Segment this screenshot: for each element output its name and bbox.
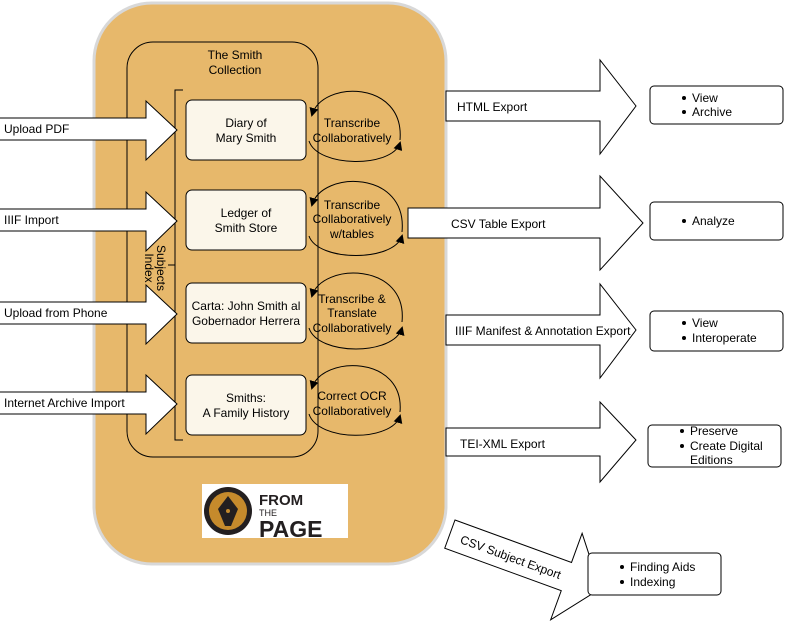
use-item: View: [692, 91, 718, 105]
action-line: Collaboratively: [313, 321, 392, 335]
use-box-iiif: View Interoperate: [649, 310, 784, 352]
export-label: TEI-XML Export: [460, 437, 546, 451]
use-item: Create Digital: [690, 439, 763, 453]
bullet-icon: [682, 96, 686, 100]
action-line: Transcribe: [324, 116, 381, 130]
export-label: HTML Export: [457, 100, 528, 114]
action-transcribe-collaboratively: Transcribe Collaboratively: [308, 90, 403, 162]
input-label: IIIF Import: [4, 213, 59, 227]
use-item: Editions: [690, 453, 733, 467]
export-csv-table[interactable]: CSV Table Export: [407, 174, 644, 272]
export-label: IIIF Manifest & Annotation Export: [455, 324, 631, 338]
bullet-icon: [620, 565, 624, 569]
document-line1: Ledger of: [221, 206, 272, 220]
index-subjects-line1: Index: [142, 253, 156, 282]
bullet-icon: [680, 444, 684, 448]
document-ledger-of-smith-store[interactable]: Ledger of Smith Store: [185, 189, 307, 251]
use-box-csv-subject: Finding Aids Indexing: [587, 552, 722, 596]
document-line2: Gobernador Herrera: [192, 314, 300, 328]
action-line: w/tables: [329, 227, 374, 241]
export-label: CSV Table Export: [451, 217, 546, 231]
use-box-html: View Archive: [649, 85, 784, 125]
bullet-icon: [682, 336, 686, 340]
logo-word-the: THE: [259, 508, 277, 518]
action-correct-ocr-collaboratively: Correct OCR Collaboratively: [308, 365, 403, 436]
export-tei-xml[interactable]: TEI-XML Export: [445, 400, 637, 484]
input-internet-archive-import[interactable]: Internet Archive Import: [0, 373, 178, 436]
action-line: Transcribe &: [318, 292, 386, 306]
document-line2: Smith Store: [215, 221, 278, 235]
index-subjects-line2: Subjects: [154, 245, 168, 291]
bullet-icon: [682, 219, 686, 223]
action-line: Collaboratively: [313, 404, 392, 418]
collection-title-line2: Collection: [209, 63, 262, 77]
bullet-icon: [680, 429, 684, 433]
input-upload-from-phone[interactable]: Upload from Phone: [0, 283, 178, 346]
document-line1: Smiths:: [226, 391, 266, 405]
export-iiif-manifest-annotation[interactable]: IIIF Manifest & Annotation Export: [445, 282, 637, 380]
use-item: Preserve: [690, 424, 738, 438]
use-box-csv-table: Analyze: [649, 201, 784, 241]
use-item: Archive: [692, 105, 732, 119]
input-label: Upload PDF: [4, 122, 69, 136]
collection-title-line1: The Smith: [208, 48, 263, 62]
action-line: Transcribe: [324, 198, 381, 212]
use-box-tei-xml: Preserve Create Digital Editions: [647, 424, 782, 468]
input-iiif-import[interactable]: IIIF Import: [0, 190, 178, 253]
use-item: Analyze: [692, 214, 735, 228]
logo-word-page: PAGE: [259, 516, 322, 542]
document-diary-of-mary-smith[interactable]: Diary of Mary Smith: [185, 99, 307, 161]
bullet-icon: [682, 110, 686, 114]
document-line1: Diary of: [225, 116, 267, 130]
input-upload-pdf[interactable]: Upload PDF: [0, 99, 178, 162]
action-line: Collaboratively: [313, 212, 392, 226]
action-line: Collaboratively: [313, 131, 392, 145]
use-item: Finding Aids: [630, 560, 695, 574]
use-item: Indexing: [630, 575, 675, 589]
export-html[interactable]: HTML Export: [445, 58, 637, 156]
bullet-icon: [682, 321, 686, 325]
fromthepage-logo: FROM THE PAGE: [202, 484, 348, 542]
collection-box: [126, 41, 319, 458]
input-label: Internet Archive Import: [4, 396, 125, 410]
index-subjects-label: Index Subjects: [142, 245, 168, 291]
bullet-icon: [620, 580, 624, 584]
use-item: Interoperate: [692, 331, 757, 345]
document-carta-john-smith[interactable]: Carta: John Smith al Gobernador Herrera: [185, 282, 307, 344]
document-line2: Mary Smith: [216, 131, 277, 145]
input-label: Upload from Phone: [4, 306, 108, 320]
logo-word-from: FROM: [259, 492, 303, 509]
document-smiths-a-family-history[interactable]: Smiths: A Family History: [185, 374, 307, 436]
action-transcribe-collaboratively-tables: Transcribe Collaboratively w/tables: [308, 180, 405, 256]
action-line: Correct OCR: [317, 389, 387, 403]
document-line1: Carta: John Smith al: [192, 299, 301, 313]
use-item: View: [692, 316, 718, 330]
fountain-pen-nib-icon: [204, 487, 252, 535]
action-transcribe-translate-collaboratively: Transcribe & Translate Collaboratively: [308, 272, 405, 350]
action-line: Translate: [327, 306, 377, 320]
document-line2: A Family History: [203, 406, 290, 420]
